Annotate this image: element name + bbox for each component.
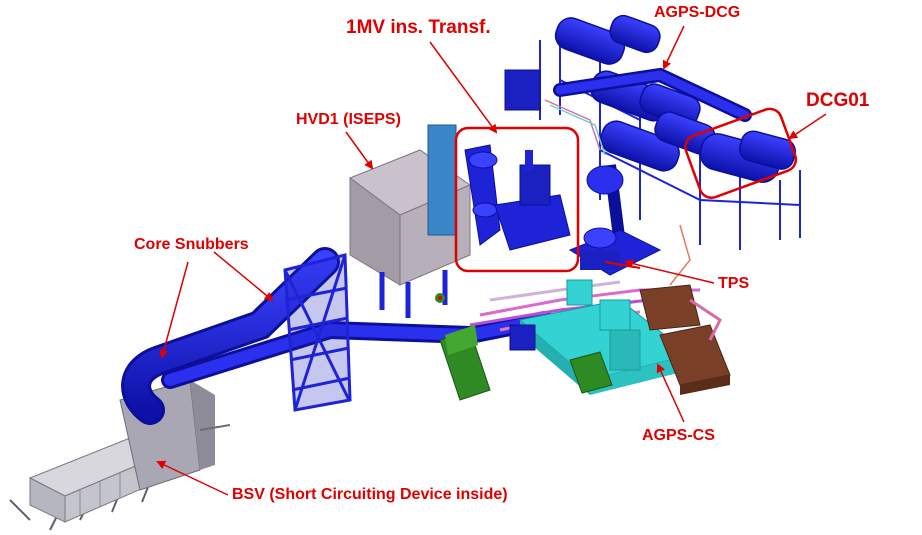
- mv-transformer-highlight: [454, 126, 580, 273]
- label-agps-cs: AGPS-CS: [642, 427, 715, 444]
- arrow-dcg01: [788, 113, 827, 140]
- arrow-core-snubbers-lower: [159, 261, 189, 359]
- control-panel: [427, 124, 457, 236]
- arrow-bsv: [156, 460, 229, 496]
- annotation-arrows: [156, 25, 827, 496]
- tps-block: [568, 227, 662, 276]
- label-dcg01: DCG01: [806, 90, 870, 111]
- dcg01-highlight: [684, 107, 798, 199]
- label-mv-transformer: 1MV ins. Transf.: [346, 17, 491, 38]
- arrow-hvd1: [345, 131, 374, 170]
- label-core-snubbers: Core Snubbers: [134, 236, 249, 253]
- mv-transformer-block: [464, 144, 571, 251]
- arrow-tps: [624, 259, 715, 284]
- arrow-agps-cs: [656, 363, 685, 423]
- arrow-agps-dcg: [662, 25, 685, 70]
- arrow-mv-transformer: [429, 41, 498, 134]
- label-bsv: BSV (Short Circuiting Device inside): [232, 486, 508, 503]
- label-hvd1: HVD1 (ISEPS): [296, 111, 401, 128]
- label-agps-dcg: AGPS-DCG: [654, 4, 741, 21]
- arrow-core-snubbers-upper: [213, 251, 274, 302]
- agps-dcg-complex: [504, 14, 801, 286]
- label-tps: TPS: [718, 275, 750, 292]
- agps-cs-block: [439, 279, 731, 401]
- core-snubber-tower: [283, 253, 352, 412]
